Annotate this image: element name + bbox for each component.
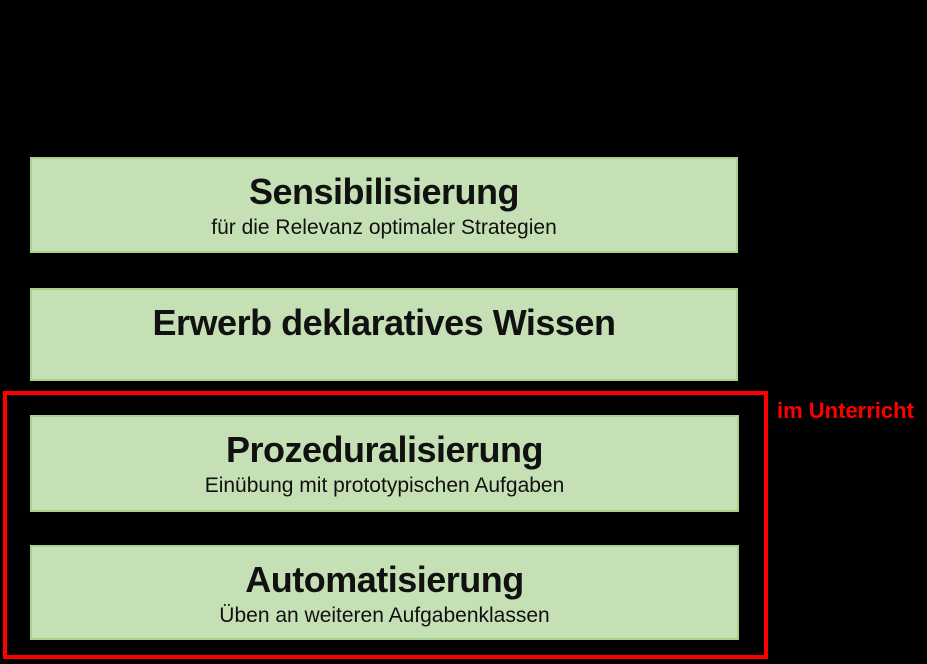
- stage-box-automatisierung: Automatisierung Üben an weiteren Aufgabe…: [30, 545, 739, 640]
- highlight-frame-im-unterricht: [3, 391, 768, 659]
- stage-box-sensibilisierung: Sensibilisierung für die Relevanz optima…: [30, 157, 738, 253]
- highlight-label: im Unterricht: [777, 398, 914, 423]
- stage-box-erwerb-deklaratives-wissen: Erwerb deklaratives Wissen: [30, 288, 738, 381]
- stage-subtitle: Üben an weiteren Aufgabenklassen: [219, 604, 550, 627]
- stage-title: Prozeduralisierung: [225, 429, 544, 470]
- stage-subtitle: für die Relevanz optimaler Strategien: [211, 216, 557, 239]
- stage-title: Sensibilisierung: [248, 171, 520, 212]
- stage-title: Erwerb deklaratives Wissen: [152, 302, 616, 343]
- stage-subtitle: Einübung mit prototypischen Aufgaben: [204, 474, 565, 497]
- stage-title: Automatisierung: [245, 559, 524, 600]
- stage-box-prozeduralisierung: Prozeduralisierung Einübung mit prototyp…: [30, 415, 739, 512]
